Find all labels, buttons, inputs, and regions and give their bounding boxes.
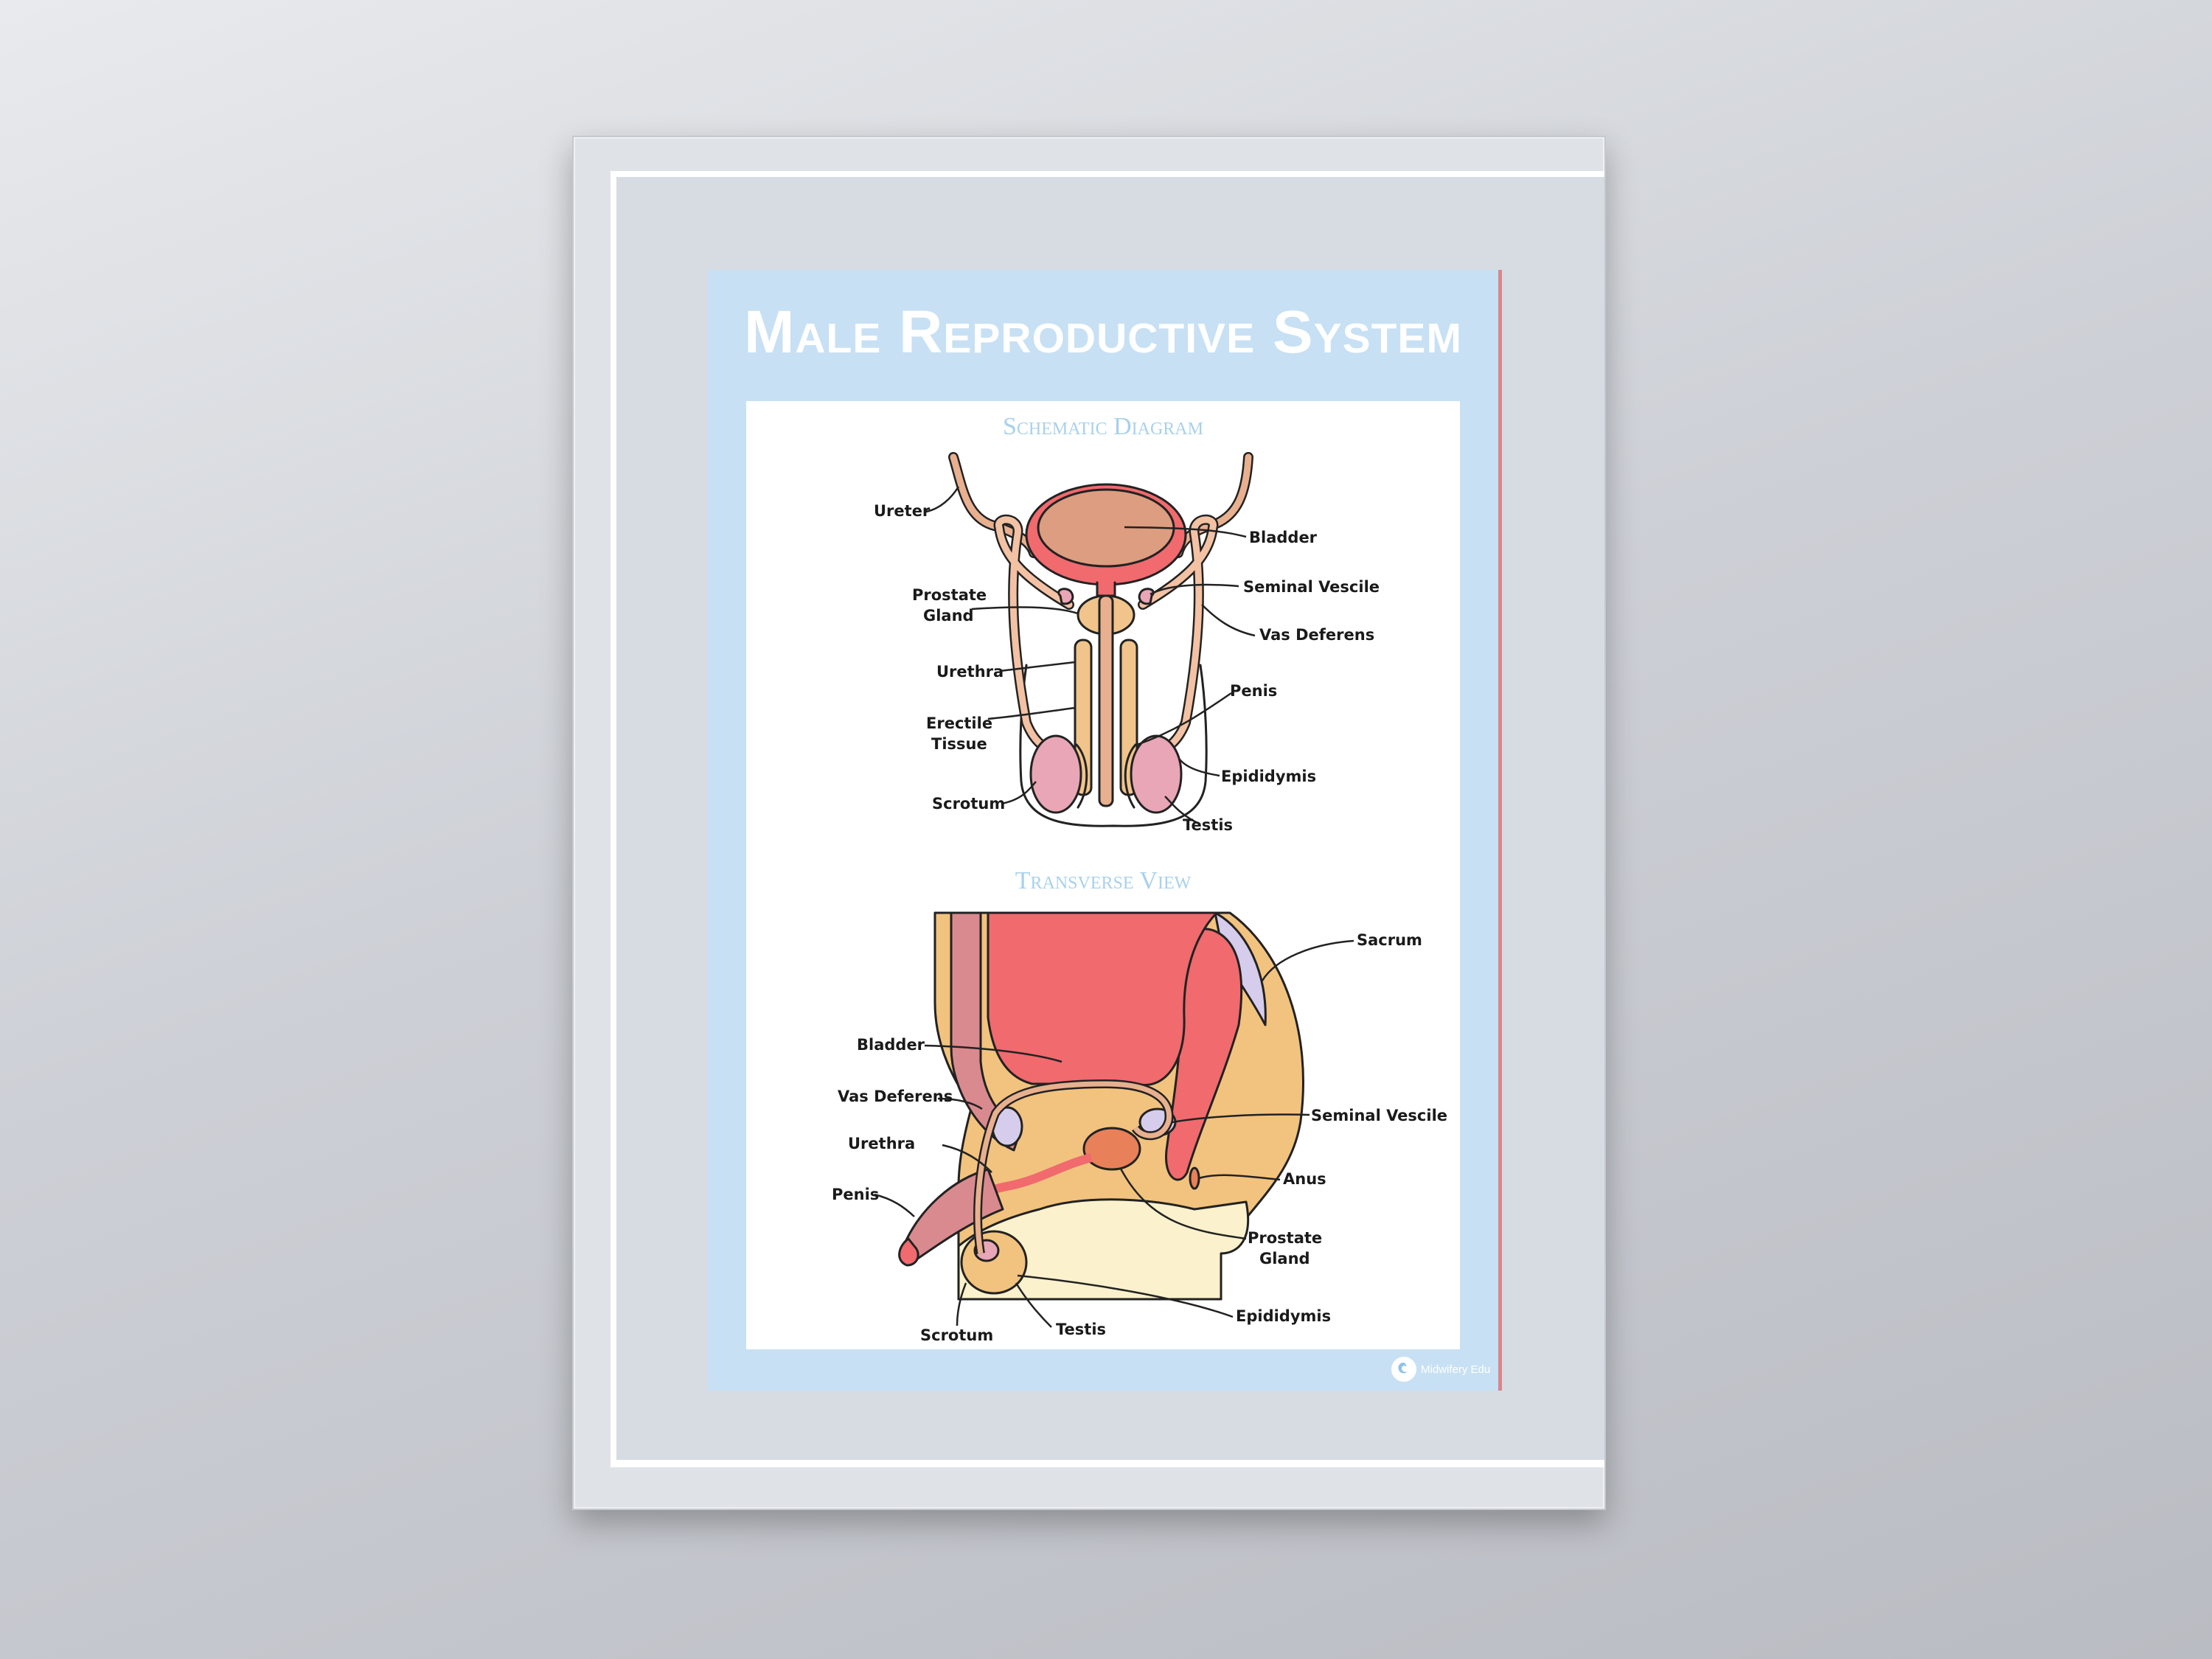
vas-deferens-left-fill <box>995 516 1073 752</box>
label-epididymis-t: Epididymis <box>1236 1307 1331 1325</box>
label-epididymis: Epididymis <box>1221 768 1316 785</box>
schematic-leaders <box>925 486 1256 826</box>
brand-logo-icon <box>1391 1357 1416 1382</box>
seminal-vesicle-left <box>1057 588 1074 605</box>
label-anus: Anus <box>1283 1170 1326 1188</box>
label-scrotum-t: Scrotum <box>920 1326 993 1344</box>
label-urethra-t: Urethra <box>848 1135 915 1152</box>
label-seminal-vescile: Seminal Vescile <box>1243 578 1380 596</box>
label-bladder: Bladder <box>1249 529 1318 546</box>
transverse-title: Transverse View <box>1015 867 1192 894</box>
seminal-vesicle-right <box>1138 588 1155 605</box>
label-ureter: Ureter <box>874 502 931 520</box>
label-scrotum: Scrotum <box>932 795 1005 813</box>
glans <box>898 1237 919 1267</box>
epididymis-right <box>1124 743 1137 809</box>
label-prostate-t-1: Prostate <box>1248 1229 1322 1247</box>
bladder-neck <box>1096 581 1116 597</box>
label-urethra: Urethra <box>936 663 1004 681</box>
label-testis-t: Testis <box>1056 1321 1106 1338</box>
brand-name: Midwifery Edu <box>1421 1363 1491 1376</box>
label-vas-deferens: Vas Deferens <box>1259 626 1374 644</box>
testis-left <box>1029 734 1082 814</box>
transverse-diagram <box>898 911 1304 1301</box>
rectal-wall <box>950 911 1023 1152</box>
label-penis: Penis <box>1230 682 1277 700</box>
prostate <box>1082 1127 1141 1171</box>
anus <box>1189 1166 1200 1190</box>
poster-title: Male Reproductive System <box>744 299 1462 366</box>
poster-edge <box>1498 270 1502 1391</box>
transverse-leaders <box>874 939 1354 1328</box>
testis-right <box>1130 734 1183 814</box>
label-testis: Testis <box>1183 816 1233 834</box>
label-prostate-2: Gland <box>923 607 974 625</box>
label-erectile-2: Tissue <box>931 735 987 753</box>
label-bladder-t: Bladder <box>857 1036 925 1054</box>
label-penis-t: Penis <box>832 1186 879 1203</box>
label-seminal-vescile-t: Seminal Vescile <box>1311 1107 1447 1124</box>
brand-logo: Midwifery Edu <box>1391 1357 1490 1382</box>
transverse-labels: Sacrum Bladder Vas Deferens Seminal Vesc… <box>832 931 1447 1344</box>
label-erectile-1: Erectile <box>926 714 992 732</box>
vas-deferens-fill <box>975 1081 1172 1254</box>
schematic-diagram <box>948 452 1253 827</box>
label-prostate-t-2: Gland <box>1259 1250 1310 1267</box>
urethra-tube <box>1098 594 1114 807</box>
label-prostate-1: Prostate <box>912 586 987 604</box>
label-sacrum: Sacrum <box>1357 931 1422 949</box>
bladder-body <box>987 911 1218 1086</box>
epididymis-left <box>1075 743 1088 809</box>
label-vas-deferens-t: Vas Deferens <box>838 1088 953 1105</box>
schematic-labels: Ureter Bladder Seminal Vescile Prostate … <box>874 502 1380 834</box>
schematic-title: Schematic Diagram <box>1003 413 1203 440</box>
